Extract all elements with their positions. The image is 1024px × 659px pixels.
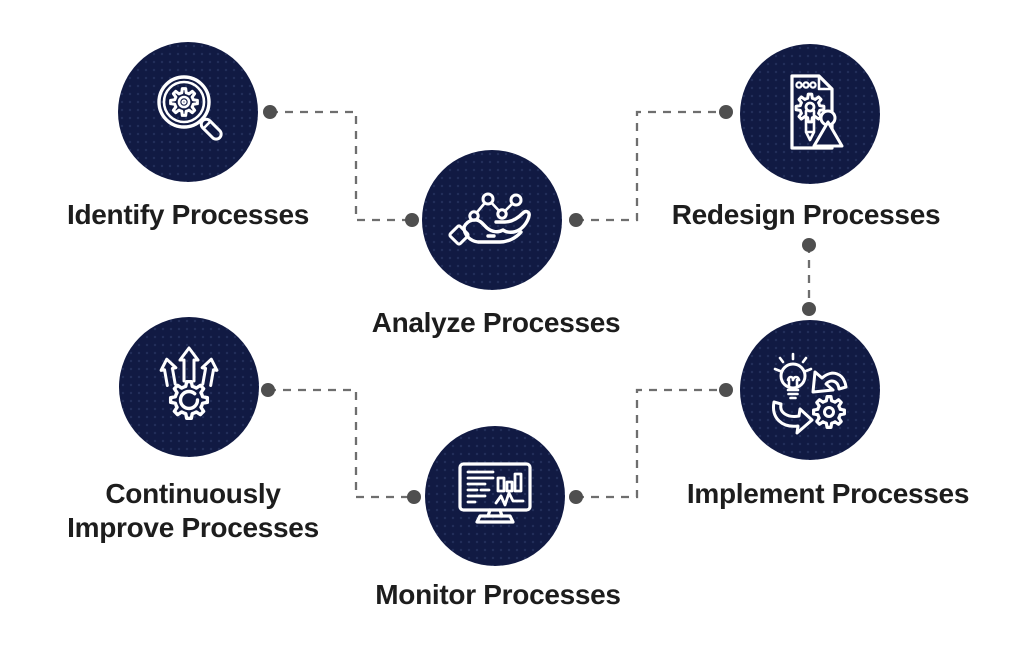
node-monitor-processes: [425, 426, 565, 566]
node-continuously-improve-processes: [119, 317, 259, 457]
connector-improve-monitor: [261, 383, 421, 504]
monitor-dashboard-icon: [458, 462, 532, 524]
label-continuously-improve-processes: Continuously Improve Processes: [67, 478, 319, 543]
gear-up-arrows-icon: [159, 346, 219, 421]
connector-analyze-redesign: [569, 105, 733, 227]
node-implement-processes: [740, 320, 880, 460]
magnifier-gear-icon: [157, 75, 223, 141]
connector-monitor-implement: [569, 383, 733, 504]
node-redesign-processes: [740, 44, 880, 184]
connector-identify-analyze: [263, 105, 419, 227]
connector-redesign-implement: [802, 238, 816, 316]
label-analyze-processes: Analyze Processes: [371, 307, 621, 338]
label-implement-processes: Implement Processes: [686, 478, 970, 509]
node-analyze-processes: [422, 150, 562, 290]
label-redesign-processes: Redesign Processes: [671, 199, 941, 230]
label-monitor-processes: Monitor Processes: [375, 579, 621, 610]
hand-network-icon: [448, 192, 531, 246]
label-identify-processes: Identify Processes: [66, 199, 310, 230]
document-gear-pencil-icon: [790, 74, 844, 150]
node-identify-processes: [118, 42, 258, 182]
lightbulb-gear-arrows-icon: [772, 352, 848, 435]
